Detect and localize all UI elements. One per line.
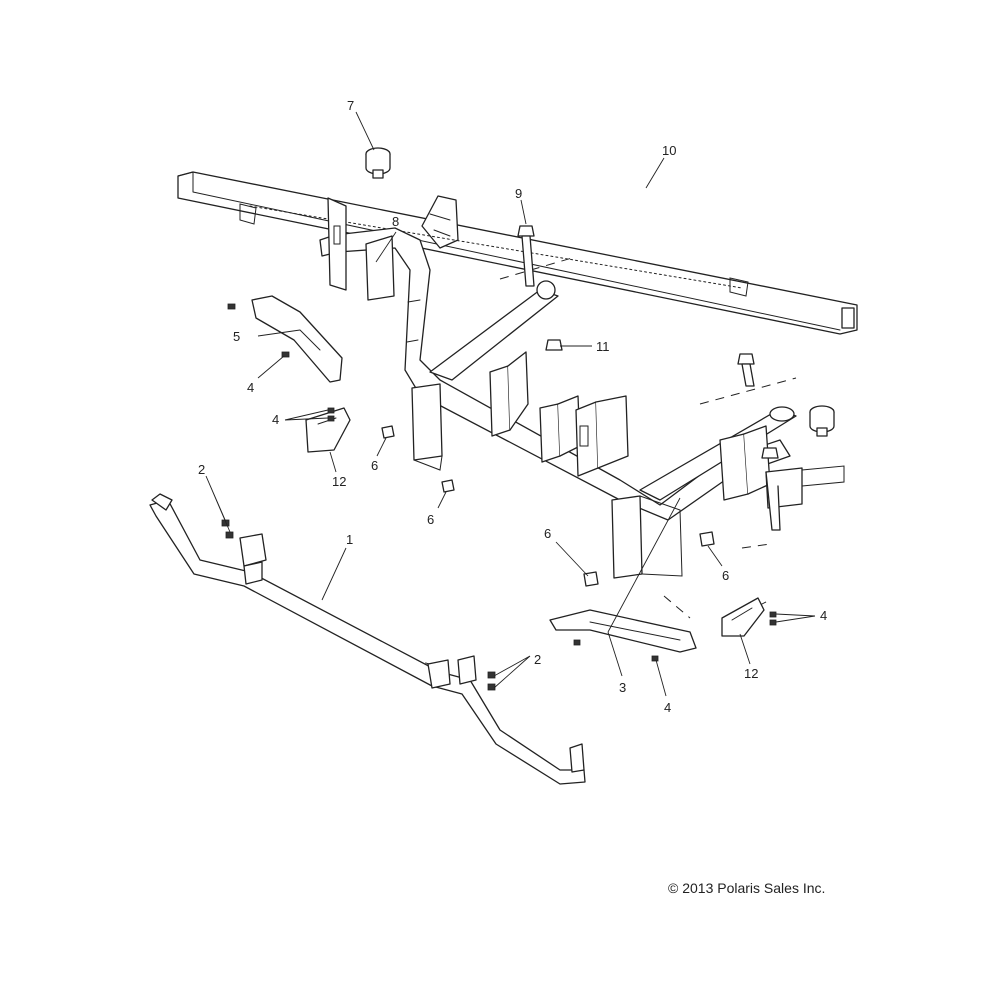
callout-2-b: 2 [534,652,541,667]
callout-4-b: 4 [272,412,279,427]
callout-6-b: 6 [427,512,434,527]
copyright-notice: © 2013 Polaris Sales Inc. [668,880,826,896]
callout-6-c: 6 [544,526,551,541]
nut-10-left [545,339,563,351]
bracket-12-left [305,407,351,453]
callout-10: 11 [596,339,610,354]
callout-2-a: 2 [198,462,205,477]
bolt-2-lower [487,671,496,691]
left-brace-5 [251,295,343,383]
bump-stop-7-right [809,405,835,437]
lower-bracket-3 [549,609,697,653]
callout-12-a: 12 [332,474,346,489]
callout-11: 10 [662,143,676,158]
callout-8: 8 [392,214,399,229]
callout-6-a: 6 [371,458,378,473]
callout-labels: 7 8 9 10 11 5 4 4 12 6 6 2 1 2 6 3 4 12 … [198,98,827,715]
front-frame [319,197,845,579]
bolt-9-right [737,353,755,387]
bracket-12-right [721,597,765,637]
front-tube [149,493,586,785]
bolt-2-upper [221,519,234,539]
bolt-9-left [517,225,535,287]
callout-4-c: 4 [664,700,671,715]
callout-9: 9 [515,186,522,201]
callout-4-a: 4 [247,380,254,395]
callout-3: 3 [619,680,626,695]
bolt-4-set [227,303,777,662]
flange-bolt-6-d [699,531,715,547]
flange-bolt-6-a [381,425,395,439]
callout-4-d: 4 [820,608,827,623]
callout-5: 5 [233,329,240,344]
bump-stop-7-left [365,147,391,179]
flange-bolt-6-b [441,479,455,493]
callout-12-b: 12 [744,666,758,681]
nut-10-right [761,447,779,459]
leader-lines [205,111,816,697]
callout-6-d: 6 [722,568,729,583]
callout-7: 7 [347,98,354,113]
callout-1: 1 [346,532,353,547]
rear-cross-member [177,171,858,335]
